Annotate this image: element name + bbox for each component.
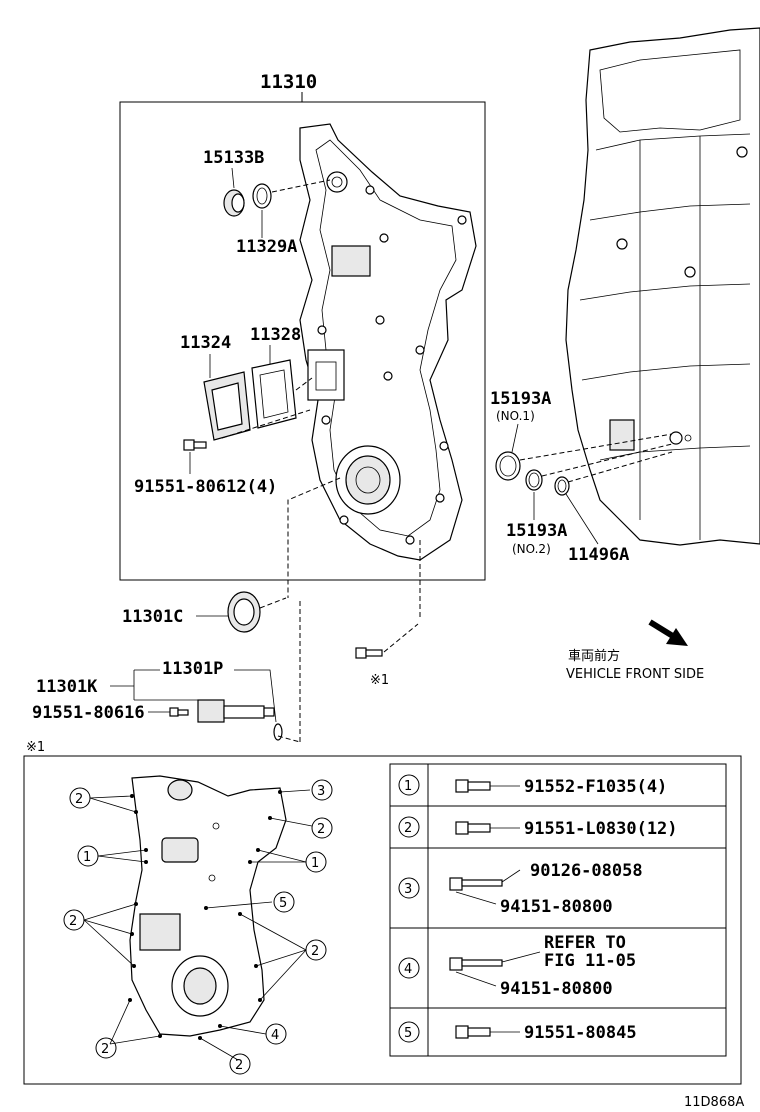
svg-text:4: 4 <box>271 1028 279 1043</box>
callout-2-bottom-right: 2 <box>229 1053 251 1075</box>
callout-1-right: 1 <box>305 851 327 873</box>
bolt-legend-table: 1 91552-F1035(4) 2 91551-L0830(12) 3 901… <box>389 763 727 1057</box>
svg-text:2: 2 <box>75 792 83 807</box>
callout-2-top-left: 2 <box>69 787 91 809</box>
callout-2-bottom-left: 2 <box>95 1037 117 1059</box>
o-ring-11496a <box>554 476 570 496</box>
legend-row3-part-a: 90126-08058 <box>530 861 643 881</box>
crank-position-sensor <box>197 699 283 741</box>
cover-plate-11324 <box>203 371 251 441</box>
legend-row1-part: 91552-F1035(4) <box>524 777 667 797</box>
vehicle-front-arrow-icon <box>648 619 688 646</box>
callout-2-upper-right: 2 <box>311 817 333 839</box>
label-11328: 11328 <box>250 325 301 345</box>
bolt-hole-leaders <box>83 789 313 1061</box>
svg-text:2: 2 <box>69 914 77 929</box>
label-star1: ※1 <box>370 673 389 688</box>
svg-text:1: 1 <box>83 850 91 865</box>
engine-block <box>565 27 760 546</box>
callout-2-mid-right: 2 <box>305 939 327 961</box>
callout-5: 5 <box>273 891 295 913</box>
bolt-star1 <box>355 647 383 659</box>
label-11310: 11310 <box>260 71 317 93</box>
stud-nut-icon-row3 <box>449 877 503 891</box>
label-star1-box: ※1 <box>26 740 45 755</box>
gasket-11329a <box>252 183 272 209</box>
bolt-detail-box <box>23 755 742 1085</box>
label-11301k: 11301K <box>36 677 98 697</box>
label-91551-80612: 91551-80612(4) <box>134 477 277 497</box>
stud-nut-icon-row4 <box>449 957 503 971</box>
legend-row4-ref2: FIG 11-05 <box>544 951 636 971</box>
vehicle-front-en: VEHICLE FRONT SIDE <box>566 667 704 682</box>
timing-chain-cover <box>299 123 477 561</box>
bolt-91551-80616 <box>169 707 189 717</box>
legend-row4-ref1: REFER TO <box>544 933 626 953</box>
bolt-91551-80612 <box>183 439 207 451</box>
o-ring-15193a-no2 <box>525 469 543 491</box>
gasket-11328 <box>251 359 297 429</box>
legend-row3-part-b: 94151-80800 <box>500 897 613 917</box>
legend-row1-num: 1 <box>404 779 412 794</box>
oil-seal-11301c <box>227 591 261 633</box>
label-15193a-no1: 15193A <box>490 389 551 409</box>
legend-row3-num: 3 <box>404 882 412 897</box>
svg-text:1: 1 <box>311 856 319 871</box>
legend-row2-num: 2 <box>404 821 412 836</box>
label-11496a: 11496A <box>568 545 629 565</box>
legend-row2-part: 91551-L0830(12) <box>524 819 678 839</box>
callout-2-mid-left: 2 <box>63 909 85 931</box>
label-11329a: 11329A <box>236 237 297 257</box>
label-15193a-no2: 15193A <box>506 521 567 541</box>
label-11301p: 11301P <box>162 659 223 679</box>
svg-text:5: 5 <box>279 896 287 911</box>
legend-row5-part: 91551-80845 <box>524 1023 637 1043</box>
legend-row4-num: 4 <box>404 962 412 977</box>
callout-1-left: 1 <box>77 845 99 867</box>
callout-4: 4 <box>265 1023 287 1045</box>
legend-row5-num: 5 <box>404 1026 412 1041</box>
svg-text:3: 3 <box>317 784 325 799</box>
cover-bolt-map <box>129 775 287 1037</box>
o-ring-15193a-no1 <box>495 451 521 481</box>
label-no2: (NO.2) <box>512 542 551 556</box>
callout-3-top-right: 3 <box>311 779 333 801</box>
legend-row4-part-b: 94151-80800 <box>500 979 613 999</box>
bolt-icon-row5 <box>455 1025 491 1039</box>
plug-15133b <box>223 189 245 217</box>
vehicle-front-jp: 車両前方 <box>568 648 620 664</box>
label-91551-80616: 91551-80616 <box>32 703 145 723</box>
svg-text:2: 2 <box>317 822 325 837</box>
label-15133b: 15133B <box>203 148 264 168</box>
svg-text:2: 2 <box>235 1058 243 1073</box>
svg-text:2: 2 <box>101 1042 109 1057</box>
label-11324: 11324 <box>180 333 231 353</box>
label-no1: (NO.1) <box>496 409 535 423</box>
figure-id: 11D868A <box>684 1095 744 1110</box>
svg-text:2: 2 <box>311 944 319 959</box>
bolt-icon-row1 <box>455 779 491 793</box>
label-11301c: 11301C <box>122 607 183 627</box>
bolt-icon-row2 <box>455 821 491 835</box>
